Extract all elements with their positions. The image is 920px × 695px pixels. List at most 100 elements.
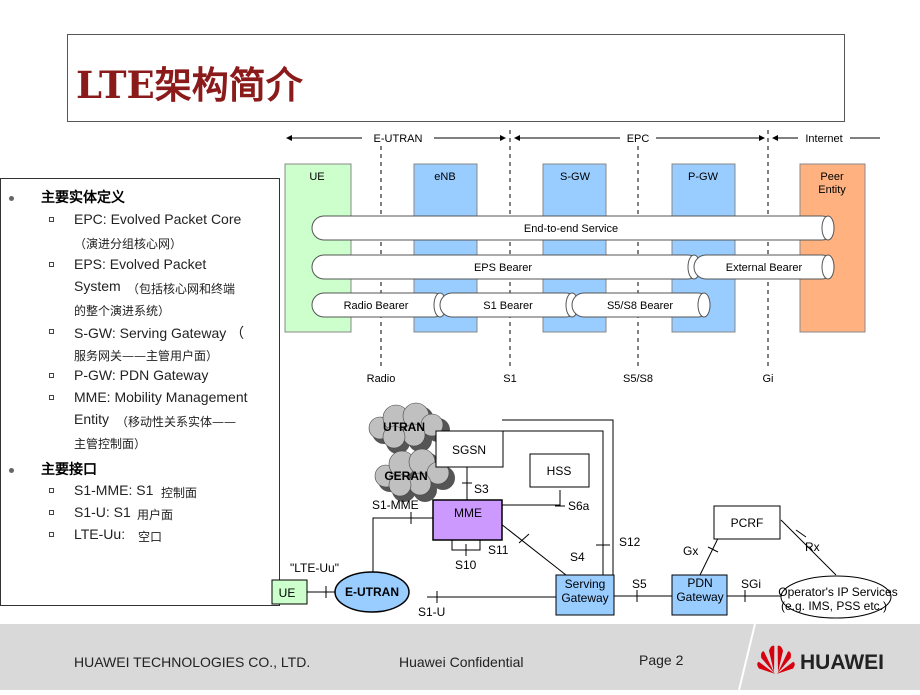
mme-chinese-cont: 主管控制面） [74,437,147,451]
mme-box [432,499,503,541]
huawei-logo-icon: HUAWEI [757,645,884,674]
title-box: LTE架构简介 [67,34,845,122]
gi-interface-label: Gi [763,373,774,385]
mme-definition-cont: Entity [74,411,110,427]
interface-ticks [325,482,807,603]
huawei-logo-text: HUAWEI [800,651,884,674]
s1-bearer-pipe: S1 Bearer [439,292,579,318]
pdn-gateway-label-1: PDN [687,576,712,590]
s1u-definition: S1-U: S1 [74,504,131,520]
sgi-label: SGi [741,577,761,591]
pdn-gateway-box [671,574,728,616]
s1u-chinese: 用户面 [137,508,174,522]
lteuu-label: "LTE-Uu" [290,561,339,575]
pcrf-label: PCRF [731,516,764,530]
ue-box-label: UE [279,586,296,600]
lte-architecture-diagram: E-UTRAN EPC Internet UE eNB S-GW P-GW Pe… [271,130,898,619]
geran-label: GERAN [384,469,427,483]
sgw-label: S-GW [560,171,591,183]
radio-bearer-label: Radio Bearer [344,300,409,312]
footer-bar: HUAWEI TECHNOLOGIES CO., LTD. Huawei Con… [0,623,920,691]
s12-label: S12 [619,535,641,549]
utran-cloud: UTRAN [368,402,450,454]
peer-entity-column [799,163,866,333]
heading-entities: 主要实体定义 [41,190,125,206]
epc-chinese: （演进分组核心网） [74,237,183,251]
eps-definition: EPS: Evolved Packet [74,256,207,272]
bullet-square [49,510,54,515]
hss-label: HSS [547,464,572,478]
eutran-ellipse-label: E-UTRAN [345,585,399,599]
entity-label: Entity [818,184,846,196]
radio-interface-label: Radio [367,373,396,385]
mme-chinese: （移动性关系实体—— [116,415,237,429]
mme-definition: MME: Mobility Management [74,389,248,405]
s1u-label: S1-U [418,605,445,619]
pdn-gateway-label-2: Gateway [676,590,723,604]
connection-lines [307,419,837,598]
serving-gateway-box [555,574,615,616]
huawei-logo: HUAWEI [754,641,904,682]
sgw-chinese: 服务网关——主管用户面） [74,349,219,363]
enb-label: eNB [434,171,455,183]
peer-label: Peer [820,171,844,183]
pgw-definition: P-GW: PDN Gateway [74,367,209,383]
s1mme-definition: S1-MME: S1 [74,482,154,498]
eutran-domain-label: E-UTRAN [374,133,423,145]
pcrf-box [713,505,781,540]
company-name: HUAWEI TECHNOLOGIES CO., LTD. [74,654,311,670]
s4-label: S4 [570,550,585,564]
internet-domain-label: Internet [805,133,842,145]
footer-divider [735,623,759,691]
s5s8-interface-label: S5/S8 [623,373,653,385]
bullet-dot [9,468,14,473]
operator-ip-services-ellipse [780,575,892,619]
slide-title: LTE架构简介 [76,63,303,107]
page-number: Page 2 [639,652,684,668]
sgsn-box [435,430,504,468]
s1mme-label: S1-MME [372,498,419,512]
s5s8-bearer-pipe: S5/S8 Bearer [571,292,711,318]
serving-gateway-label-1: Serving [565,577,606,591]
bullet-square [49,217,54,222]
operator-services-label-2: (e.g. IMS, PSS etc.) [781,599,887,613]
pgw-label: P-GW [688,171,719,183]
geran-cloud: GERAN [374,448,455,502]
confidential-label: Huawei Confidential [399,654,524,670]
eps-bearer-pipe: EPS Bearer [311,254,701,280]
eps-definition-cont: System [74,278,121,294]
e2e-service-label: End-to-end Service [524,223,618,235]
bullet-square [49,262,54,267]
bullet-dot [9,196,14,201]
bullet-square [49,488,54,493]
eps-chinese-cont: 的整个演进系统） [74,304,171,318]
s5-label: S5 [632,577,647,591]
lteuu-chinese: 空口 [138,530,163,544]
gx-label: Gx [683,544,698,558]
sgsn-label: SGSN [452,443,486,457]
mme-label: MME [454,506,482,520]
bullet-square [49,373,54,378]
hss-box [529,453,590,488]
eps-chinese: （包括核心网和终端 [127,282,236,296]
utran-label: UTRAN [383,420,425,434]
s11-label: S11 [488,543,509,557]
eutran-ellipse [334,571,410,613]
bullet-square [49,532,54,537]
s1-interface-label: S1 [503,373,516,385]
lteuu-definition: LTE-Uu: [74,526,126,542]
s1mme-chinese: 控制面 [161,486,198,500]
s1-bearer-label: S1 Bearer [483,300,533,312]
s6a-label: S6a [568,499,590,513]
s3-label: S3 [474,482,489,496]
s5s8-bearer-label: S5/S8 Bearer [607,300,673,312]
bullet-square [49,329,54,334]
operator-services-label-1: Operator's IP Services [778,585,897,599]
rx-label: Rx [805,540,820,554]
heading-interfaces: 主要接口 [41,462,97,478]
end-to-end-service-pipe: End-to-end Service [311,215,835,241]
epc-definition: EPC: Evolved Packet Core [74,211,242,227]
epc-domain-label: EPC [627,133,650,145]
sgw-definition: S-GW: Serving Gateway （ [74,325,245,341]
serving-gateway-label-2: Gateway [561,591,608,605]
